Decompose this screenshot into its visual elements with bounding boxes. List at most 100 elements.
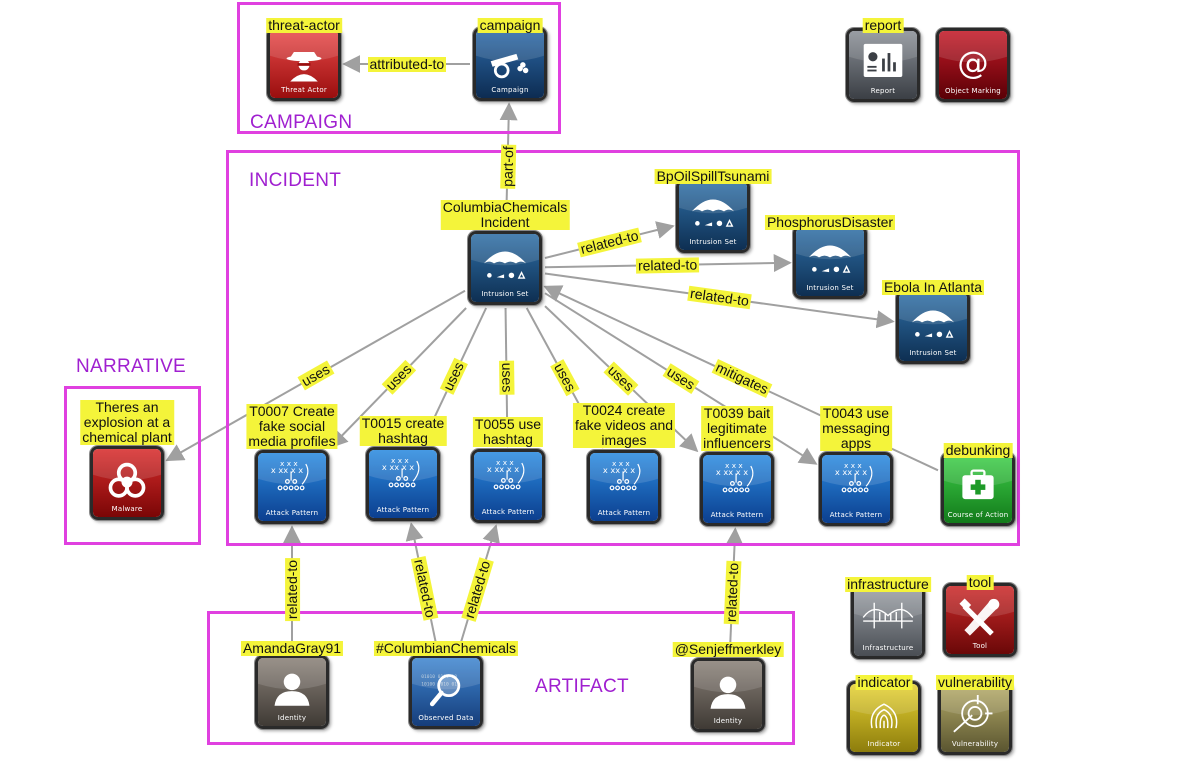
node-malware[interactable]: Malware	[90, 446, 164, 520]
node-label: AmandaGray91	[240, 640, 344, 656]
node-amanda[interactable]: Identity	[255, 655, 329, 729]
cannon-icon	[476, 30, 544, 98]
svg-text:x x x: x x x	[725, 461, 743, 470]
node-label: threat-actor	[266, 17, 342, 33]
svg-text:01010 0101 10: 01010 0101 10	[421, 674, 457, 680]
node-caption: Campaign	[491, 86, 529, 94]
node-indicator[interactable]: Indicator	[847, 681, 921, 755]
playbook-icon: x xx x xx x x	[822, 455, 890, 523]
node-caption: Threat Actor	[281, 86, 327, 94]
node-phosphorus[interactable]: Intrusion Set	[793, 225, 867, 299]
node-tool[interactable]: Tool	[943, 583, 1017, 657]
campaign-group	[237, 2, 561, 134]
report-icon	[849, 31, 917, 99]
node-senjeff[interactable]: Identity	[691, 658, 765, 732]
fingerprint-icon	[850, 684, 918, 752]
playbook-icon: x xx x xx x x	[369, 450, 437, 518]
narrative-group-title: NARRATIVE	[76, 356, 187, 377]
edge-label: part-of	[498, 143, 516, 189]
node-caption: Infrastructure	[862, 644, 914, 652]
edge-label: uses	[498, 360, 515, 394]
node-campaign[interactable]: Campaign	[473, 27, 547, 101]
first-aid-icon	[944, 455, 1012, 523]
node-caption: Object Marking	[945, 87, 1001, 95]
node-columbia[interactable]: Intrusion Set	[468, 231, 542, 305]
node-caption: Course of Action	[947, 511, 1009, 519]
node-debunking[interactable]: Course of Action	[941, 452, 1015, 526]
svg-text:@: @	[957, 45, 988, 81]
incident-group-title: INCIDENT	[249, 170, 342, 191]
node-vulnerability[interactable]: Vulnerability	[938, 681, 1012, 755]
node-label: BpOilSpillTsunami	[654, 168, 772, 184]
edge-label: related-to	[283, 557, 300, 622]
node-label: @Senjeffmerkley	[672, 641, 784, 657]
svg-text:x x x: x x x	[391, 456, 409, 465]
person-icon	[694, 661, 762, 729]
node-ebola[interactable]: Intrusion Set	[896, 290, 970, 364]
node-caption: Observed Data	[418, 714, 474, 722]
node-infrastructure[interactable]: Infrastructure	[851, 585, 925, 659]
target-icon	[941, 684, 1009, 752]
node-caption: Intrusion Set	[481, 290, 529, 298]
node-caption: Vulnerability	[951, 740, 999, 748]
campaign-group-title: CAMPAIGN	[250, 112, 353, 133]
node-report[interactable]: Report	[846, 28, 920, 102]
person-icon	[258, 658, 326, 726]
edge-label: attributed-to	[367, 55, 447, 72]
umbrella-icon	[899, 293, 967, 361]
node-bpoil[interactable]: Intrusion Set	[676, 179, 750, 253]
artifact-group	[207, 611, 795, 745]
bridge-icon	[854, 588, 922, 656]
node-caption: Identity	[277, 714, 307, 722]
svg-text:x x x: x x x	[844, 461, 862, 470]
incident-group	[226, 150, 1020, 546]
umbrella-icon	[471, 234, 539, 302]
playbook-icon: x xx x xx x x	[703, 455, 771, 523]
node-caption: Attack Pattern	[829, 511, 883, 519]
svg-text:x xx x x: x xx x x	[382, 462, 414, 472]
node-caption: Report	[870, 87, 896, 95]
svg-text:x x x: x x x	[612, 459, 630, 468]
node-caption: Attack Pattern	[265, 509, 319, 517]
node-object-marking[interactable]: @ Object Marking	[936, 28, 1010, 102]
node-caption: Intrusion Set	[689, 238, 737, 246]
wrench-hammer-icon	[946, 586, 1014, 654]
node-caption: Attack Pattern	[376, 506, 430, 514]
playbook-icon: x xx x xx x x	[590, 453, 658, 521]
node-caption: Attack Pattern	[481, 508, 535, 516]
svg-text:x xx x x: x xx x x	[835, 467, 867, 477]
edge-label: related-to	[635, 255, 700, 274]
node-caption: Tool	[972, 642, 988, 650]
umbrella-icon	[679, 182, 747, 250]
at-sign-icon: @	[939, 31, 1007, 99]
node-caption: Attack Pattern	[597, 509, 651, 517]
node-label: Ebola In Atlanta	[881, 279, 985, 295]
threat-actor-icon	[270, 30, 338, 98]
svg-text:x x x: x x x	[496, 458, 514, 467]
node-label: report	[862, 17, 904, 33]
svg-text:x xx x x: x xx x x	[716, 467, 748, 477]
narrative-group	[64, 386, 201, 545]
node-caption: Malware	[111, 505, 143, 513]
node-caption: Intrusion Set	[806, 284, 854, 292]
node-threat-actor[interactable]: Threat Actor	[267, 27, 341, 101]
node-caption: Indicator	[867, 740, 901, 748]
svg-text:x xx x x: x xx x x	[271, 465, 303, 475]
edge-label: related-to	[722, 560, 742, 624]
playbook-icon: x xx x xx x x	[258, 453, 326, 521]
svg-text:x xx x x: x xx x x	[603, 465, 635, 475]
